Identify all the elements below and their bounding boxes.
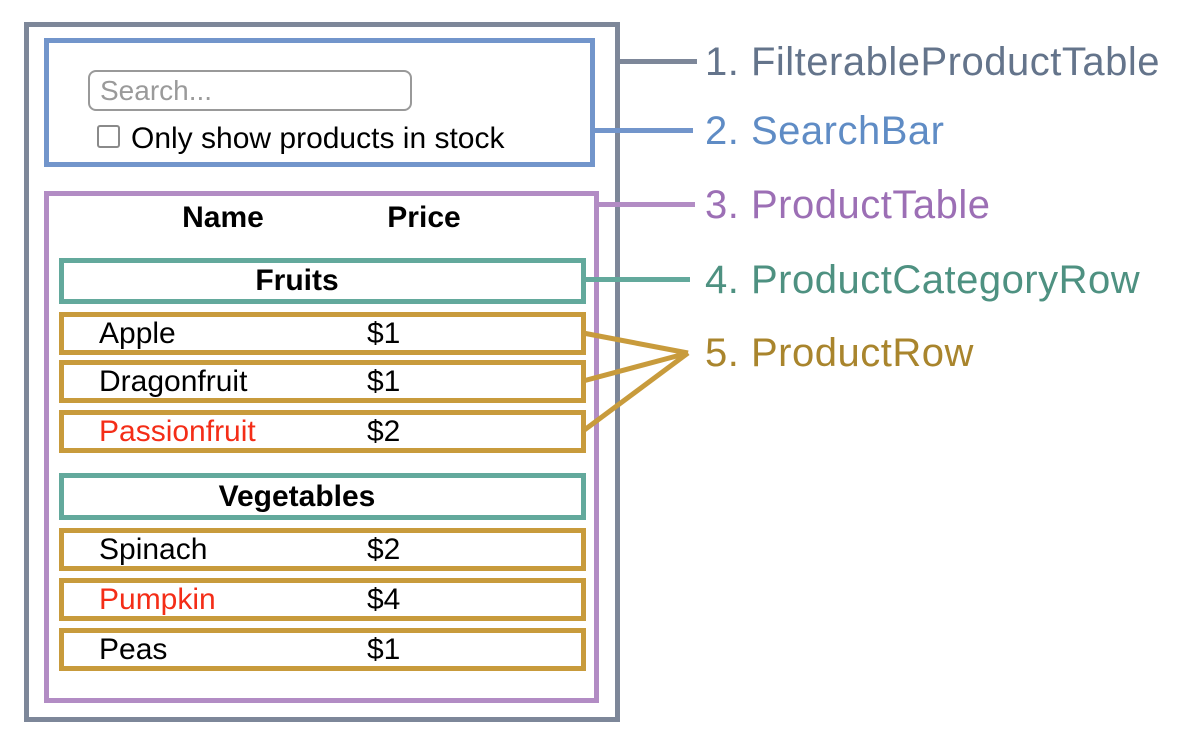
connector-product-category-row — [584, 277, 690, 282]
product-price: $2 — [367, 415, 401, 448]
product-price: $1 — [367, 365, 401, 398]
product-row-apple: Apple $1 — [59, 312, 586, 355]
column-header-price: Price — [387, 201, 461, 234]
category-row-fruits: Fruits — [59, 258, 586, 304]
legend-product-row: 5. ProductRow — [705, 331, 974, 375]
category-label: Vegetables — [218, 479, 376, 513]
legend-search-bar: 2. SearchBar — [705, 109, 945, 153]
category-row-vegetables: Vegetables — [59, 473, 586, 520]
connector-search-bar — [593, 128, 693, 133]
product-price: $1 — [367, 317, 401, 350]
product-name-out-of-stock: Passionfruit — [99, 415, 256, 448]
connector-product-table — [597, 202, 695, 207]
product-row-dragonfruit: Dragonfruit $1 — [59, 360, 586, 403]
in-stock-checkbox[interactable] — [97, 125, 120, 148]
connector-product-rows — [581, 330, 690, 434]
product-name: Peas — [99, 633, 168, 666]
product-name: Apple — [99, 317, 176, 350]
product-price: $1 — [367, 633, 401, 666]
column-header-name: Name — [182, 201, 264, 234]
product-row-passionfruit: Passionfruit $2 — [59, 410, 586, 453]
legend-product-category-row: 4. ProductCategoryRow — [705, 258, 1141, 302]
product-row-pumpkin: Pumpkin $4 — [59, 578, 586, 621]
legend-product-table: 3. ProductTable — [705, 183, 991, 227]
product-price: $4 — [367, 583, 401, 616]
product-row-spinach: Spinach $2 — [59, 528, 586, 571]
connector-filterable-product-table — [617, 59, 697, 64]
product-name: Dragonfruit — [99, 365, 248, 398]
category-label: Fruits — [255, 264, 339, 297]
search-input[interactable] — [88, 70, 412, 111]
product-price: $2 — [367, 533, 401, 566]
product-name: Spinach — [99, 533, 208, 566]
product-row-peas: Peas $1 — [59, 628, 586, 671]
product-name-out-of-stock: Pumpkin — [99, 583, 216, 616]
in-stock-checkbox-label: Only show products in stock — [131, 122, 505, 155]
legend-filterable-product-table: 1. FilterableProductTable — [705, 40, 1160, 84]
